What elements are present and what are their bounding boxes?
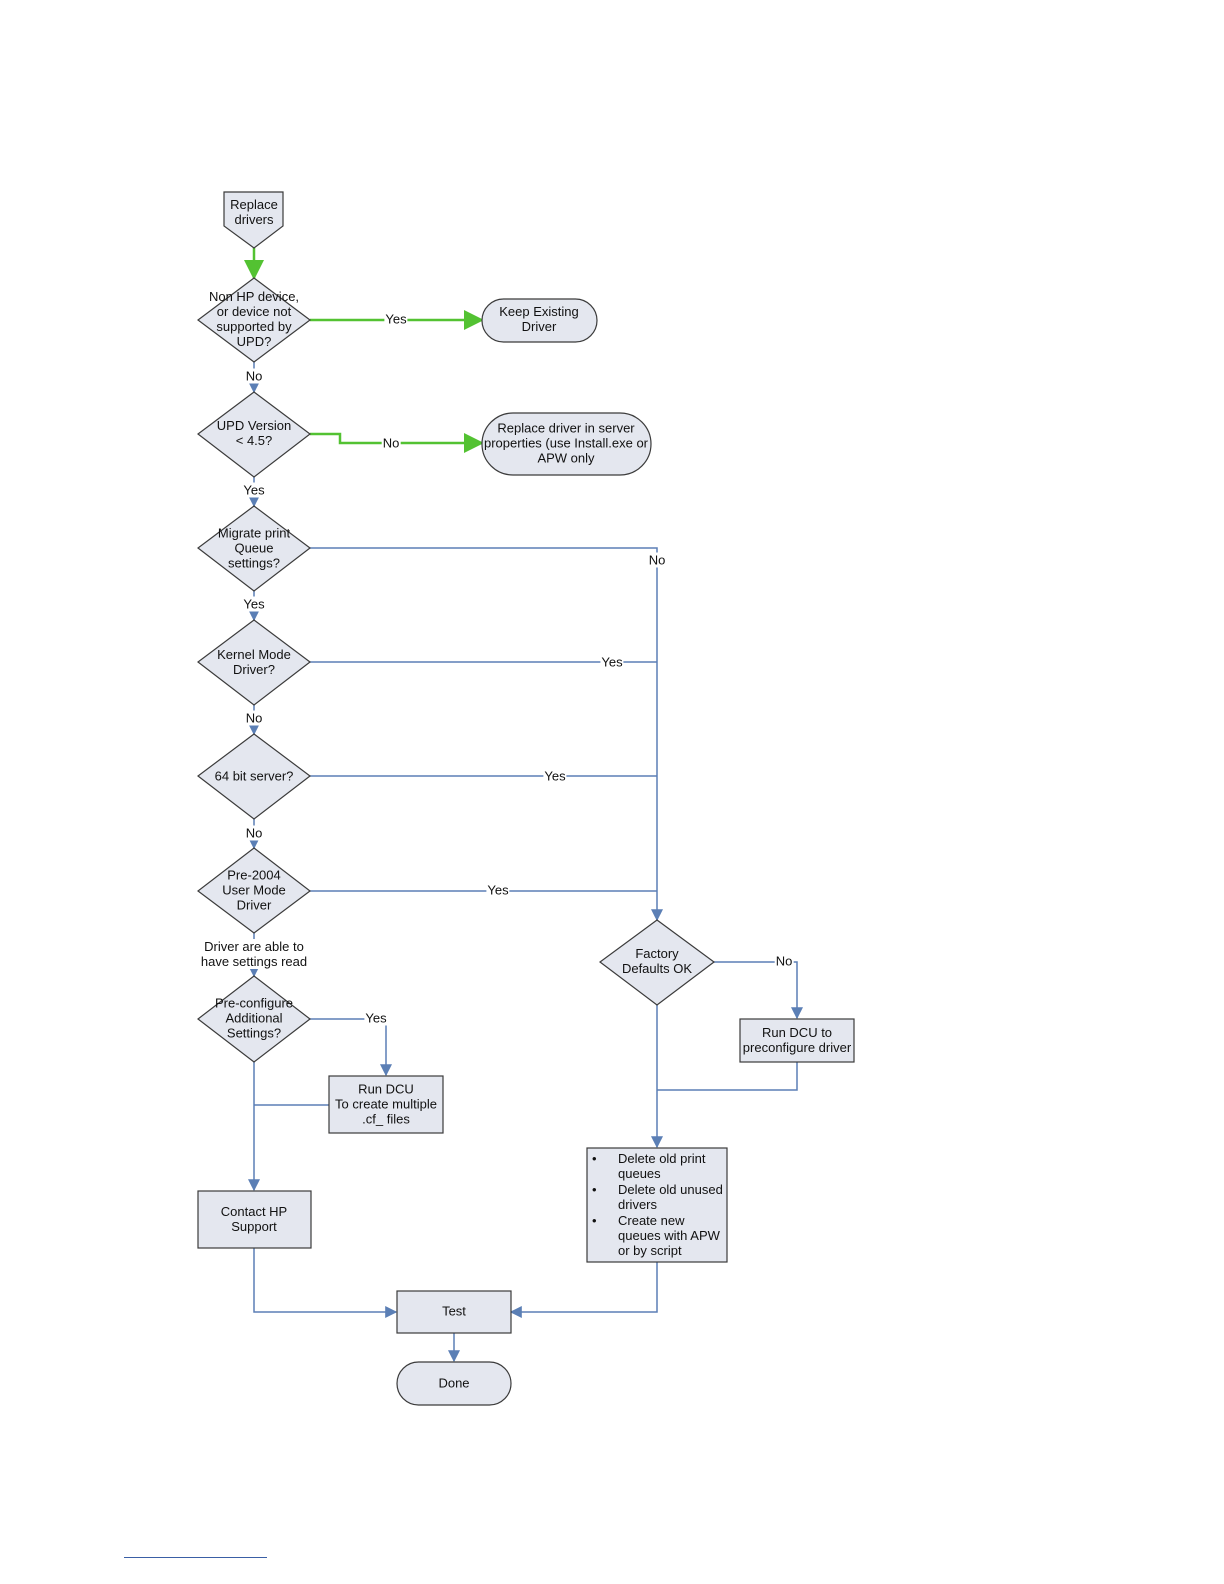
edge-contact-to-test (253, 1248, 398, 1318)
bit64-server-decision (197, 733, 311, 820)
edge-label-nonhp-no: No (244, 368, 264, 384)
edge-dcu-preconfig-join (657, 1062, 798, 1091)
edge-label-pre2004-yes: Yes (486, 882, 510, 898)
run-dcu-preconfigure-node (739, 1018, 855, 1063)
edge-upd-no (310, 432, 484, 453)
factory-defaults-decision (598, 919, 716, 1006)
replace-drivers-node (223, 191, 284, 249)
upd-version-label: UPD Version< 4.5? (216, 418, 292, 448)
bit64-server-label: 64 bit server? (214, 768, 294, 784)
edge-label-kernel-yes: Yes (600, 654, 624, 670)
edge-label-upd-yes: Yes (242, 482, 266, 498)
replace-driver-server-node (481, 412, 652, 476)
edge-label-factory-no: No (774, 953, 794, 969)
cleanup-step-item: Create new queues with APW or by script (588, 1213, 728, 1259)
edge-label-migrate-yes: Yes (242, 596, 266, 612)
edge-migrate-no (310, 547, 663, 922)
done-node (396, 1361, 512, 1406)
edge-label-upd-no: No (381, 435, 401, 451)
cleanup-steps-list: Delete old print queues Delete old unuse… (588, 1151, 728, 1259)
nodes (197, 191, 855, 1406)
edge-label-64bit-yes: Yes (543, 768, 567, 784)
edge-label-preconfig-yes: Yes (364, 1010, 388, 1026)
keep-existing-driver-node (481, 298, 598, 343)
footnote-separator (124, 1557, 267, 1558)
edge-factory-no (714, 961, 803, 1020)
pre2004-user-mode-decision (197, 847, 311, 934)
edge-label-kernel-no: No (244, 710, 264, 726)
non-hp-device-decision (197, 277, 311, 363)
edge-label-nonhp-yes: Yes (384, 311, 408, 327)
preconfigure-additional-decision (197, 975, 311, 1063)
connectors (244, 248, 803, 1363)
kernel-mode-driver-decision (197, 619, 311, 706)
edge-cleanup-to-test (509, 1262, 658, 1318)
edge-preconfig-yes (310, 1018, 392, 1077)
contact-hp-support-node (197, 1190, 312, 1249)
cleanup-step-item: Delete old print queues (588, 1151, 728, 1182)
upd-version-decision (197, 391, 311, 478)
test-node (396, 1290, 512, 1334)
edge-label-64bit-no: No (244, 825, 264, 841)
run-dcu-multiple-node (328, 1075, 444, 1134)
test-label: Test (442, 1303, 466, 1319)
migrate-print-queue-decision (197, 505, 311, 592)
done-label: Done (438, 1375, 470, 1391)
edge-label-migrate-no: No (647, 552, 667, 568)
cleanup-step-item: Delete old unused drivers (588, 1182, 728, 1213)
